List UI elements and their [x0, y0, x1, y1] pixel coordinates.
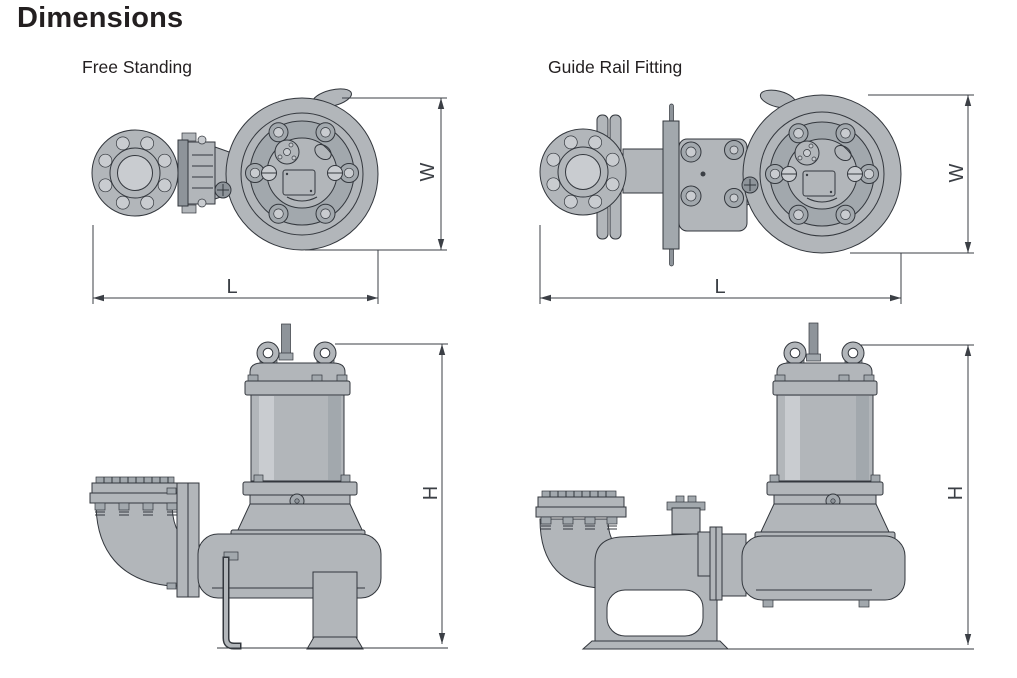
- dimension-l-guide-rail: [539, 225, 902, 304]
- dimension-l-free-standing: [92, 225, 379, 304]
- dim-label-height-guide-rail: H: [944, 485, 967, 501]
- suction-flange-top: [91, 129, 179, 217]
- page-title: Dimensions: [17, 2, 184, 34]
- guide-rail-bracket-top: [662, 103, 773, 267]
- guide-claw-bracket: [666, 495, 747, 601]
- section-label-guide-rail-fitting: Guide Rail Fitting: [548, 57, 683, 77]
- guide-rail-side-view-drawing: [535, 322, 974, 650]
- power-cable: [278, 323, 294, 361]
- free-standing-top-view-drawing: [91, 88, 447, 304]
- dimension-h-free-standing: [335, 343, 448, 644]
- pump-casing-side: [741, 535, 906, 608]
- dimension-w-free-standing: [305, 97, 447, 251]
- free-standing-side-view-drawing: [89, 323, 448, 650]
- suction-flange-top: [539, 128, 627, 216]
- dim-label-length-guide-rail: L: [714, 275, 726, 298]
- lifting-eyes: [256, 341, 337, 366]
- suction-adapter-bracket: [177, 132, 233, 214]
- motor-casting-top: [765, 121, 879, 227]
- motor-body: [754, 362, 896, 544]
- dimension-w-guide-rail: [850, 94, 974, 254]
- power-cable: [806, 322, 821, 362]
- dim-label-width-free-standing: W: [416, 162, 439, 182]
- guide-rail-top-view-drawing: [539, 89, 974, 304]
- duckfoot-bend-stand: [535, 490, 730, 650]
- dim-label-length-free-standing: L: [226, 275, 238, 298]
- dimension-h-guide-rail: [860, 344, 974, 645]
- lifting-eyes: [783, 341, 865, 366]
- section-label-free-standing: Free Standing: [82, 57, 192, 77]
- motor-casting-top: [245, 120, 359, 226]
- motor-body: [230, 362, 366, 542]
- dim-label-width-guide-rail: W: [945, 163, 968, 183]
- dim-label-height-free-standing: H: [419, 485, 442, 501]
- support-legs: [222, 551, 364, 650]
- discharge-elbow: [89, 476, 201, 598]
